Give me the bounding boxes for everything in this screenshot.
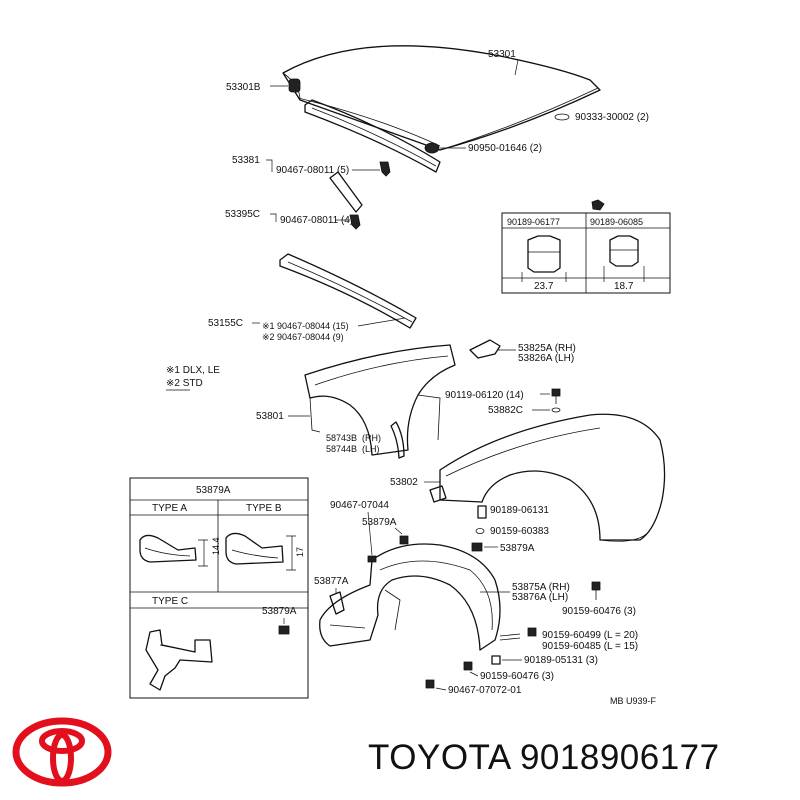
label-clip-879a-1: 53879A	[362, 517, 397, 528]
label-screw-90159-d: 90159-60485 (L = 15)	[542, 641, 638, 652]
legend-dlx: ※1 DLX, LE	[166, 365, 220, 376]
label-fender-seal-lh: 58744B	[326, 444, 357, 454]
bracket-877-icon	[329, 591, 345, 615]
clip-90189-b-icon	[491, 655, 501, 665]
label-clip-879a-2: 53879A	[500, 543, 535, 554]
clip-90467-d-icon	[425, 679, 435, 689]
hood-seal-strip	[304, 99, 441, 173]
clip-table-col1-part: 90189-06177	[507, 217, 560, 227]
label-clip-90467-c: 90467-07044	[330, 500, 389, 511]
clip-879a-1-icon	[399, 535, 409, 545]
label-clip-90467-a: 90467-08011 (5)	[276, 165, 349, 176]
label-cushion-90950: 90950-01646 (2)	[468, 143, 542, 154]
label-clip-90467-d: 90467-07072-01	[448, 685, 522, 696]
label-fender-inner: 53801	[256, 411, 284, 422]
label-screw-90159-c: 90159-60499 (L = 20)	[542, 630, 638, 641]
label-hood-cushion: 53301B	[226, 82, 261, 93]
label-seal: 53381	[232, 155, 260, 166]
hood-panel	[282, 45, 601, 151]
label-seal-155: 53155C	[208, 318, 243, 329]
screw-90159-a-icon	[475, 528, 485, 534]
bolt-90119-icon	[551, 388, 561, 404]
clip-90189-06177-icon	[521, 235, 567, 282]
label-clip-dlx: ※1 90467-08044 (15)	[262, 321, 349, 331]
clip-type-b-icon	[225, 532, 296, 571]
label-seal-c: 53395C	[225, 209, 260, 220]
clip-type-c-icon	[145, 629, 213, 691]
label-liner-lh: 53876A (LH)	[512, 592, 568, 603]
label-clip-879a-3: 53879A	[262, 606, 297, 617]
clip-879a-3-icon	[278, 625, 290, 635]
seal-53155c	[279, 253, 417, 329]
clip-type-a-icon	[139, 534, 208, 567]
seal-53395c	[329, 171, 363, 213]
label-clip-90467-b: 90467-08011 (4)	[280, 215, 353, 226]
clip-table-col2-size: 18.7	[614, 281, 634, 292]
label-bracket-877: 53877A	[314, 576, 349, 587]
label-fender-seal-rh: 58743B	[326, 433, 357, 443]
cushion-90950-icon	[424, 142, 440, 154]
clip-90189-06085-icon	[603, 235, 645, 282]
clip-table-col2-part: 90189-06085	[590, 217, 643, 227]
screw-90159-d-icon	[499, 633, 521, 641]
front-fender	[439, 413, 666, 542]
label-clip-std: ※2 90467-08044 (9)	[262, 332, 344, 342]
label-screw-90159-a: 90159-60383	[490, 526, 549, 537]
label-bolt-90119: 90119-06120 (14)	[445, 390, 524, 401]
clip-90189-a-icon	[477, 505, 487, 519]
type-box-type-c: TYPE C	[152, 596, 188, 607]
toyota-logo-icon	[12, 717, 112, 787]
washer-53882c-icon	[551, 407, 561, 413]
clip-table-marker	[591, 199, 605, 211]
clip-90467-b-icon	[349, 214, 361, 230]
fender-liner	[319, 543, 501, 651]
label-liner-rh: 53875A (RH)	[512, 582, 570, 593]
type-box-title: 53879A	[196, 485, 231, 496]
label-hood: 53301	[488, 49, 516, 60]
fender-upper-bracket	[469, 339, 501, 359]
clip-90333-icon	[554, 113, 570, 121]
hood-cushion-icon	[288, 78, 301, 93]
figure-code: MB U939-F	[610, 696, 657, 706]
clip-table-col1-size: 23.7	[534, 281, 554, 292]
label-washer: 53882C	[488, 405, 523, 416]
type-box-dim-a: 14.4	[211, 537, 221, 555]
label-fender-seal-lh-tag: (LH)	[362, 444, 380, 454]
fender-seal-strip	[390, 421, 405, 459]
type-box: 53879A TYPE A TYPE B TYPE C 14.4 17	[129, 477, 309, 699]
screw-90159-e-icon	[463, 661, 473, 671]
brand-part-number: TOYOTA 9018906177	[368, 738, 720, 777]
label-clip-90333: 90333-30002 (2)	[575, 112, 649, 123]
clip-table: 90189-06177 90189-06085 23.7 18.7	[501, 199, 671, 294]
label-screw-90159-b: 90159-60476 (3)	[562, 606, 636, 617]
type-box-type-b: TYPE B	[246, 503, 282, 514]
label-clip-90189-b: 90189-05131 (3)	[524, 655, 598, 666]
label-clip-90189-a: 90189-06131	[490, 505, 549, 516]
label-fender-seal-rh-tag: (RH)	[362, 433, 381, 443]
legend-std: ※2 STD	[166, 378, 203, 389]
screw-90159-c-icon	[527, 627, 537, 637]
type-box-dim-b: 17	[295, 547, 305, 557]
type-box-type-a: TYPE A	[152, 503, 187, 514]
clip-90467-a-icon	[379, 161, 391, 177]
label-fender-upper-lh: 53826A (LH)	[518, 353, 574, 364]
clip-879a-2-icon	[471, 542, 483, 552]
fender-apron	[304, 344, 456, 456]
label-fender-outer: 53802	[390, 477, 418, 488]
label-fender-upper-rh: 53825A (RH)	[518, 343, 576, 354]
screw-90159-b-icon	[591, 581, 601, 600]
clip-90467-c-icon	[367, 555, 377, 563]
label-screw-90159-e: 90159-60476 (3)	[480, 671, 554, 682]
